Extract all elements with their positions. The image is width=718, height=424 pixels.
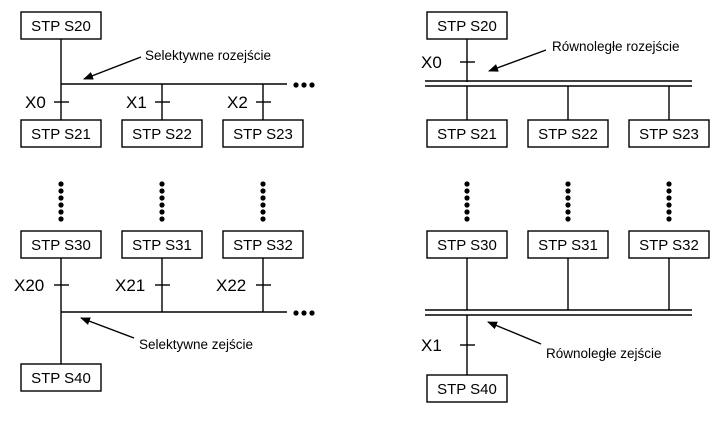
- parallel-branch-diagram: STP S20 X0 Równoległe rozejście STP S21 …: [421, 11, 710, 403]
- condition-x0: X0: [25, 93, 46, 112]
- condition-x21: X21: [115, 276, 145, 295]
- step-label: STP S31: [538, 237, 598, 254]
- step-box-s23-right: STP S23: [628, 119, 710, 148]
- vertical-ellipsis: [565, 181, 571, 222]
- vertical-ellipsis: [666, 181, 672, 222]
- step-box-s31-left: STP S31: [121, 230, 203, 259]
- step-label: STP S22: [538, 126, 598, 143]
- annotation-arrow: [487, 321, 542, 345]
- step-label: STP S21: [437, 126, 497, 143]
- selective-branch-diagram: STP S20 Selektywne rozejście X0 X1 X2 ST…: [14, 11, 315, 392]
- step-box-s23-left: STP S23: [222, 119, 304, 148]
- step-label: STP S22: [132, 126, 192, 143]
- step-box-s20-left: STP S20: [20, 11, 102, 40]
- step-label: STP S40: [31, 370, 91, 387]
- step-label: STP S23: [233, 126, 293, 143]
- step-label: STP S23: [639, 126, 699, 143]
- annotation-arrow: [80, 317, 135, 339]
- step-box-s40-right: STP S40: [426, 374, 508, 403]
- step-label: STP S30: [437, 237, 497, 254]
- step-box-s21-right: STP S21: [426, 119, 508, 148]
- selective-merge-annotation: Selektywne zejście: [139, 337, 253, 352]
- step-box-s30-left: STP S30: [20, 230, 102, 259]
- step-box-s22-left: STP S22: [121, 119, 203, 148]
- step-box-s32-right: STP S32: [628, 230, 710, 259]
- step-box-s22-right: STP S22: [527, 119, 609, 148]
- step-box-s30-right: STP S30: [426, 230, 508, 259]
- step-box-s31-right: STP S31: [527, 230, 609, 259]
- step-box-s20-right: STP S20: [426, 11, 508, 40]
- step-label: STP S30: [31, 237, 91, 254]
- condition-x22: X22: [216, 276, 246, 295]
- step-box-s32-left: STP S32: [222, 230, 304, 259]
- step-label: STP S32: [639, 237, 699, 254]
- annotation-arrow: [488, 49, 547, 72]
- condition-x2: X2: [227, 93, 248, 112]
- condition-x20: X20: [14, 276, 44, 295]
- condition-x1: X1: [126, 93, 147, 112]
- condition-x0: X0: [421, 53, 442, 72]
- step-box-s40-left: STP S40: [20, 363, 102, 392]
- continuation-dots: [293, 310, 315, 316]
- vertical-ellipsis: [464, 181, 470, 222]
- step-label: STP S21: [31, 126, 91, 143]
- vertical-ellipsis: [260, 181, 266, 222]
- step-box-s21-left: STP S21: [20, 119, 102, 148]
- step-label: STP S20: [31, 18, 91, 35]
- selective-branch-annotation: Selektywne rozejście: [145, 48, 271, 63]
- step-label: STP S40: [437, 381, 497, 398]
- condition-x1: X1: [421, 336, 442, 355]
- step-label: STP S20: [437, 18, 497, 35]
- parallel-merge-annotation: Równoległe zejście: [546, 346, 662, 361]
- step-label: STP S32: [233, 237, 293, 254]
- vertical-ellipsis: [159, 181, 165, 222]
- vertical-ellipsis: [58, 181, 64, 222]
- parallel-branch-annotation: Równoległe rozejście: [552, 39, 680, 54]
- step-label: STP S31: [132, 237, 192, 254]
- continuation-dots: [293, 82, 315, 88]
- annotation-arrow: [83, 56, 142, 80]
